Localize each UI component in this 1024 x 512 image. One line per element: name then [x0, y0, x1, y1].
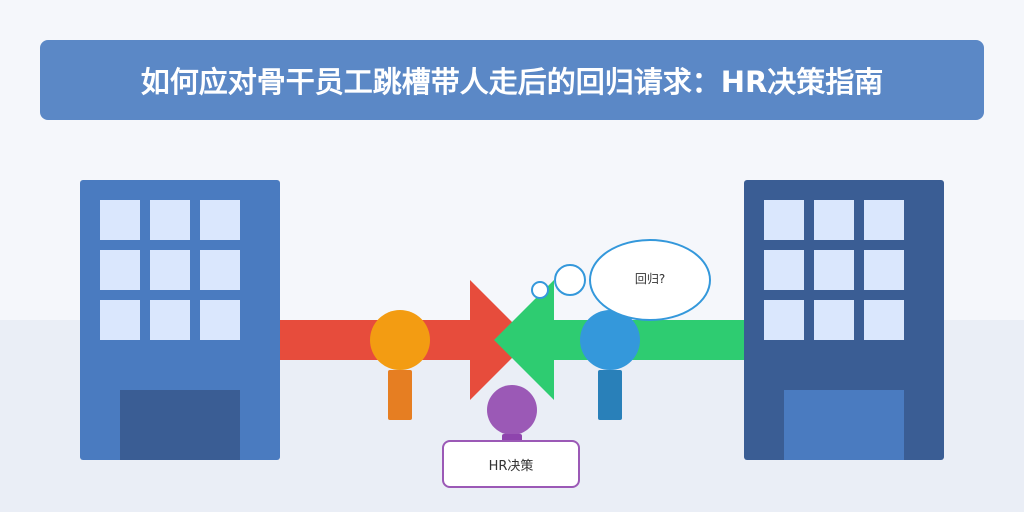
- page-title: 如何应对骨干员工跳槽带人走后的回归请求：HR决策指南: [140, 65, 884, 99]
- hr-decision-box: HR决策: [442, 440, 580, 488]
- title-banner: 如何应对骨干员工跳槽带人走后的回归请求：HR决策指南: [40, 40, 984, 120]
- departing-employee-icon: [370, 310, 430, 420]
- hr-person-icon: [487, 385, 537, 444]
- left-building: [80, 180, 280, 460]
- hr-decision-label: HR决策: [488, 458, 534, 474]
- thought-bubble-icon: [531, 239, 711, 321]
- right-building: [744, 180, 944, 460]
- returning-employee-icon: [580, 310, 640, 420]
- thought-bubble-text: 回归?: [634, 272, 666, 286]
